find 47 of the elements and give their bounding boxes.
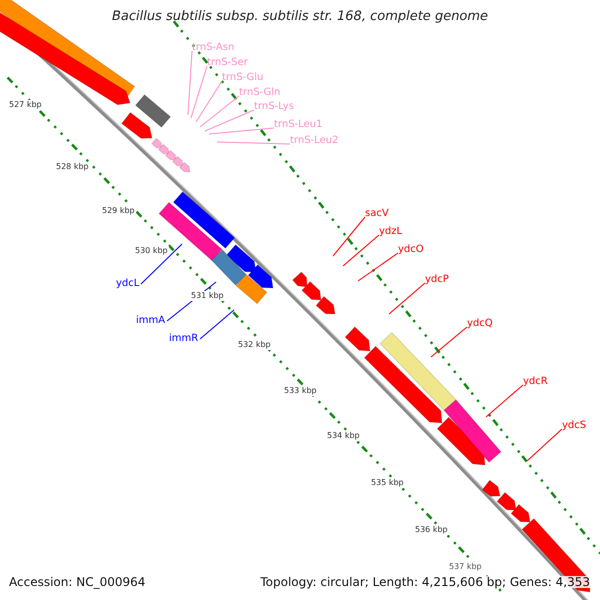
genome-info-text: Topology: circular; Length: 4,215,606 bp; Genes: 4,353: [260, 576, 590, 588]
leader-line: [388, 282, 426, 314]
gene-label: ydcS: [562, 421, 586, 431]
leader-line: [208, 128, 274, 134]
leader-line: [358, 252, 398, 282]
scale-label: 529 kbp: [101, 206, 136, 216]
leader-line: [200, 96, 240, 128]
scale-label: 536 kbp: [414, 525, 449, 535]
leader-line: [486, 384, 524, 418]
scale-label: 527 kbp: [8, 100, 43, 110]
gene-label: trnS-Lys: [254, 102, 294, 112]
scale-label: 535 kbp: [370, 478, 405, 488]
scale-label: 537 kbp: [448, 562, 483, 572]
leader-line: [204, 110, 254, 132]
leader-line: [140, 244, 182, 284]
gene-label: immR: [169, 334, 198, 344]
gene-label: sacV: [365, 209, 389, 219]
scale-label: 528 kbp: [55, 162, 90, 172]
gene-label: ydcP: [425, 275, 449, 285]
leader-line: [332, 216, 366, 256]
gene-label: trnS-Gln: [239, 88, 280, 98]
scale-label: 532 kbp: [237, 340, 272, 350]
leader-line: [196, 80, 222, 122]
gene-label: ydcL: [116, 279, 140, 289]
scale-label: 533 kbp: [283, 386, 318, 396]
leader-line: [188, 50, 192, 116]
gene-label: trnS-Leu1: [274, 120, 322, 130]
scale-label: 534 kbp: [326, 431, 361, 441]
gene-label: ydzL: [379, 227, 402, 237]
gene-label: ydcQ: [467, 319, 493, 329]
gene-label: trnS-Leu2: [290, 136, 338, 146]
title-text: Bacillus subtilis subsp. subtilis str. 168, complete genome: [110, 10, 490, 23]
leader-line: [200, 310, 234, 340]
accession-text: Accession: NC_000964: [9, 576, 146, 588]
scale-label: 531 kbp: [190, 291, 225, 301]
scale-label: 530 kbp: [134, 246, 169, 256]
gene-label: trnS-Glu: [222, 73, 264, 83]
leader-line: [526, 428, 562, 462]
gene-label: trnS-Ser: [207, 58, 248, 68]
gene-label: ydcR: [523, 377, 548, 387]
gene-label: trnS-Asn: [192, 43, 234, 53]
leader-line: [430, 326, 468, 358]
gene-label: immA: [136, 316, 166, 326]
leader-line: [190, 66, 208, 118]
leader-line: [216, 142, 290, 144]
leader-line: [342, 234, 380, 266]
gene-label: ydcO: [398, 245, 424, 255]
